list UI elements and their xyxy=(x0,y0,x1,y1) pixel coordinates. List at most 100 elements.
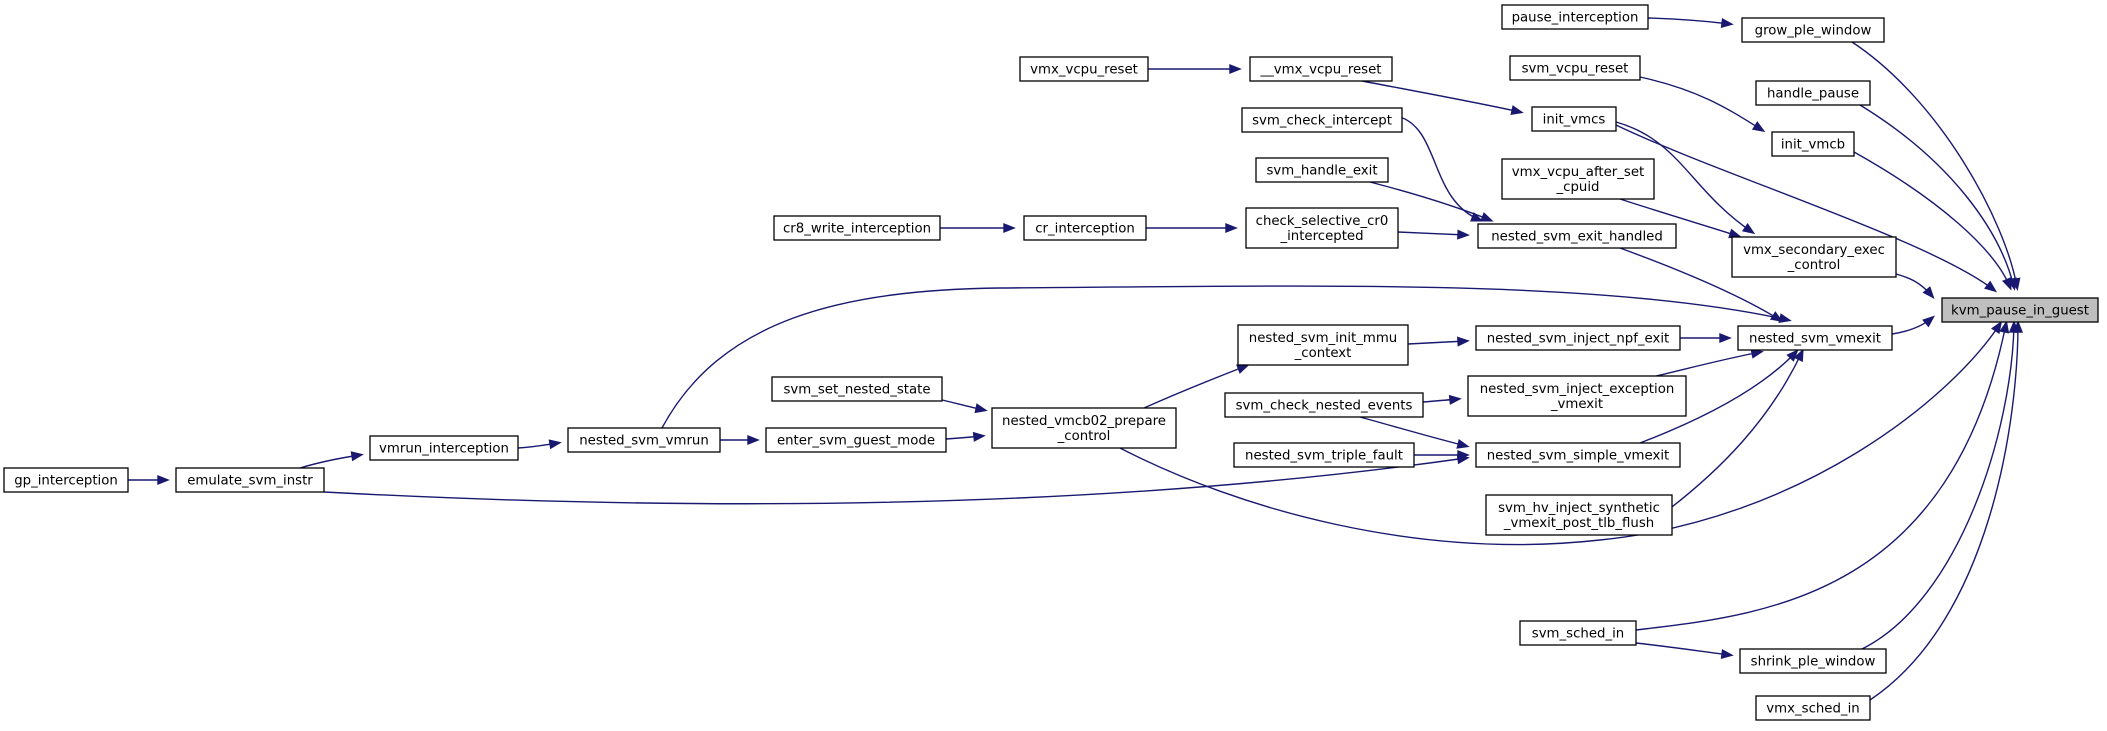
node-box[interactable] xyxy=(1755,695,1871,721)
node-pause-interception[interactable]: pause_interception xyxy=(1501,4,1649,30)
node-handle-pause[interactable]: handle_pause xyxy=(1755,80,1871,106)
edge-line xyxy=(1615,121,1753,233)
node-nested-svm-triple-fault[interactable]: nested_svm_triple_fault xyxy=(1233,442,1415,468)
node---vmx-vcpu-reset[interactable]: __vmx_vcpu_reset xyxy=(1249,56,1393,82)
node-nested-svm-vmexit[interactable]: nested_svm_vmexit xyxy=(1737,325,1893,351)
node-nested-svm-init-mmu-context[interactable]: nested_svm_init_mmu_context xyxy=(1237,324,1409,366)
node-nested-svm-vmrun[interactable]: nested_svm_vmrun xyxy=(567,427,721,453)
node-label: vmrun_interception xyxy=(379,442,509,457)
edge-line xyxy=(1619,247,1781,321)
node-box[interactable] xyxy=(1485,494,1673,536)
node-cr-interception[interactable]: cr_interception xyxy=(1023,215,1147,241)
node-svm-check-intercept[interactable]: svm_check_intercept xyxy=(1241,107,1403,133)
node-enter-svm-guest-mode[interactable]: enter_svm_guest_mode xyxy=(765,427,947,453)
node-box[interactable] xyxy=(1771,131,1855,157)
edge-svm_handle_exit-to-nested_svm_exit_handled xyxy=(1369,181,1494,222)
node-label: _control xyxy=(1787,258,1841,273)
node-box[interactable] xyxy=(175,467,325,493)
node-cr8-write-interception[interactable]: cr8_write_interception xyxy=(773,215,941,241)
node-label: cr8_write_interception xyxy=(783,222,931,237)
node-box[interactable] xyxy=(1741,17,1885,43)
node-box[interactable] xyxy=(1475,442,1681,468)
edge-vmx_secondary_exec_control-to-kvm xyxy=(1895,273,1935,299)
node-init-vmcs[interactable]: init_vmcs xyxy=(1531,106,1617,132)
edge-arrowhead xyxy=(1984,280,1998,293)
node-vmx-vcpu-reset[interactable]: vmx_vcpu_reset xyxy=(1019,56,1149,82)
edge-line xyxy=(1143,365,1247,409)
edge-nested_vmcb02_prepare_control-to-kvm xyxy=(1119,320,2003,546)
node-box[interactable] xyxy=(1224,392,1424,418)
node-shrink-ple-window[interactable]: shrink_ple_window xyxy=(1739,648,1887,674)
node-box[interactable] xyxy=(1467,375,1687,417)
node-svm-vcpu-reset[interactable]: svm_vcpu_reset xyxy=(1509,55,1641,81)
node-box[interactable] xyxy=(773,215,941,241)
edge-arrowhead xyxy=(974,403,988,414)
node-label: init_vmcs xyxy=(1543,113,1606,128)
node-svm-hv-inject-synthetic[interactable]: svm_hv_inject_synthetic_vmexit_post_tlb_… xyxy=(1485,494,1673,536)
edge-arrowhead xyxy=(1236,364,1250,374)
node-svm-check-nested-events[interactable]: svm_check_nested_events xyxy=(1224,392,1424,418)
node-box[interactable] xyxy=(1501,158,1655,200)
node-box[interactable] xyxy=(1531,106,1617,132)
node-label: _intercepted xyxy=(1279,229,1363,244)
edge-nested_svm_inject_exception_vmexit-to-nested_svm_vmexit xyxy=(1655,348,1764,377)
node-svm-set-nested-state[interactable]: svm_set_nested_state xyxy=(771,376,943,402)
edge-vmrun_interception-to-nested_svm_vmrun xyxy=(517,439,562,450)
node-box[interactable] xyxy=(1019,56,1149,82)
node-label: gp_interception xyxy=(14,474,118,489)
node-box[interactable] xyxy=(1477,223,1677,249)
node-vmx-secondary-exec-control[interactable]: vmx_secondary_exec_control xyxy=(1731,236,1897,278)
node-nested-svm-exit-handled[interactable]: nested_svm_exit_handled xyxy=(1477,223,1677,249)
edge-svm_check_nested_events-to-nested_svm_inject_exception_vmexit xyxy=(1422,394,1462,405)
node-box[interactable] xyxy=(1509,55,1641,81)
node-vmx-vcpu-after-set-cpuid[interactable]: vmx_vcpu_after_set_cpuid xyxy=(1501,158,1655,200)
edge-nested_svm_vmexit-to-kvm xyxy=(1891,315,1935,335)
node-box[interactable] xyxy=(1737,325,1893,351)
node-box[interactable] xyxy=(1249,56,1393,82)
node-nested-svm-inject-exception-vmexit[interactable]: nested_svm_inject_exception_vmexit xyxy=(1467,375,1687,417)
node-box[interactable] xyxy=(1255,157,1389,183)
edge-nested_svm_vmrun-to-nested_svm_vmexit xyxy=(661,285,1792,429)
edge-arrowhead xyxy=(1769,311,1784,323)
node-box[interactable] xyxy=(1501,4,1649,30)
node-box[interactable] xyxy=(991,407,1177,449)
node-box[interactable] xyxy=(369,435,519,461)
edge-arrowhead xyxy=(1793,348,1804,363)
node-kvm[interactable]: kvm_pause_in_guest xyxy=(1941,297,2099,323)
edge-line xyxy=(1851,41,2018,288)
node-emulate-svm-instr[interactable]: emulate_svm_instr xyxy=(175,467,325,493)
node-box[interactable] xyxy=(1731,236,1897,278)
node-box[interactable] xyxy=(765,427,947,453)
node-box[interactable] xyxy=(1941,297,2099,323)
node-vmrun-interception[interactable]: vmrun_interception xyxy=(369,435,519,461)
node-svm-handle-exit[interactable]: svm_handle_exit xyxy=(1255,157,1389,183)
node-box[interactable] xyxy=(1237,324,1409,366)
node-box[interactable] xyxy=(1739,648,1887,674)
nodes-layer: kvm_pause_in_guest pause_interceptiongrow… xyxy=(3,4,2099,721)
node-nested-vmcb02-prepare-control[interactable]: nested_vmcb02_prepare_control xyxy=(991,407,1177,449)
node-box[interactable] xyxy=(1233,442,1415,468)
node-box[interactable] xyxy=(1241,107,1403,133)
node-box[interactable] xyxy=(1519,620,1637,646)
node-box[interactable] xyxy=(3,467,129,493)
node-label: nested_svm_triple_fault xyxy=(1245,449,1403,464)
node-box[interactable] xyxy=(1755,80,1871,106)
node-box[interactable] xyxy=(1475,325,1681,351)
edge-line xyxy=(1853,151,2011,288)
node-box[interactable] xyxy=(771,376,943,402)
node-check-selective-cr0[interactable]: check_selective_cr0_intercepted xyxy=(1245,207,1399,249)
node-vmx-sched-in[interactable]: vmx_sched_in xyxy=(1755,695,1871,721)
edge-arrowhead xyxy=(1225,222,1238,234)
node-nested-svm-inject-npf-exit[interactable]: nested_svm_inject_npf_exit xyxy=(1475,325,1681,351)
node-svm-sched-in[interactable]: svm_sched_in xyxy=(1519,620,1637,646)
node-nested-svm-simple-vmexit[interactable]: nested_svm_simple_vmexit xyxy=(1475,442,1681,468)
node-init-vmcb[interactable]: init_vmcb xyxy=(1771,131,1855,157)
node-box[interactable] xyxy=(1023,215,1147,241)
node-box[interactable] xyxy=(1245,207,1399,249)
node-gp-interception[interactable]: gp_interception xyxy=(3,467,129,493)
node-label: vmx_sched_in xyxy=(1766,702,1859,717)
node-box[interactable] xyxy=(567,427,721,453)
node-grow-ple-window[interactable]: grow_ple_window xyxy=(1741,17,1885,43)
edge-arrowhead xyxy=(1922,286,1935,299)
